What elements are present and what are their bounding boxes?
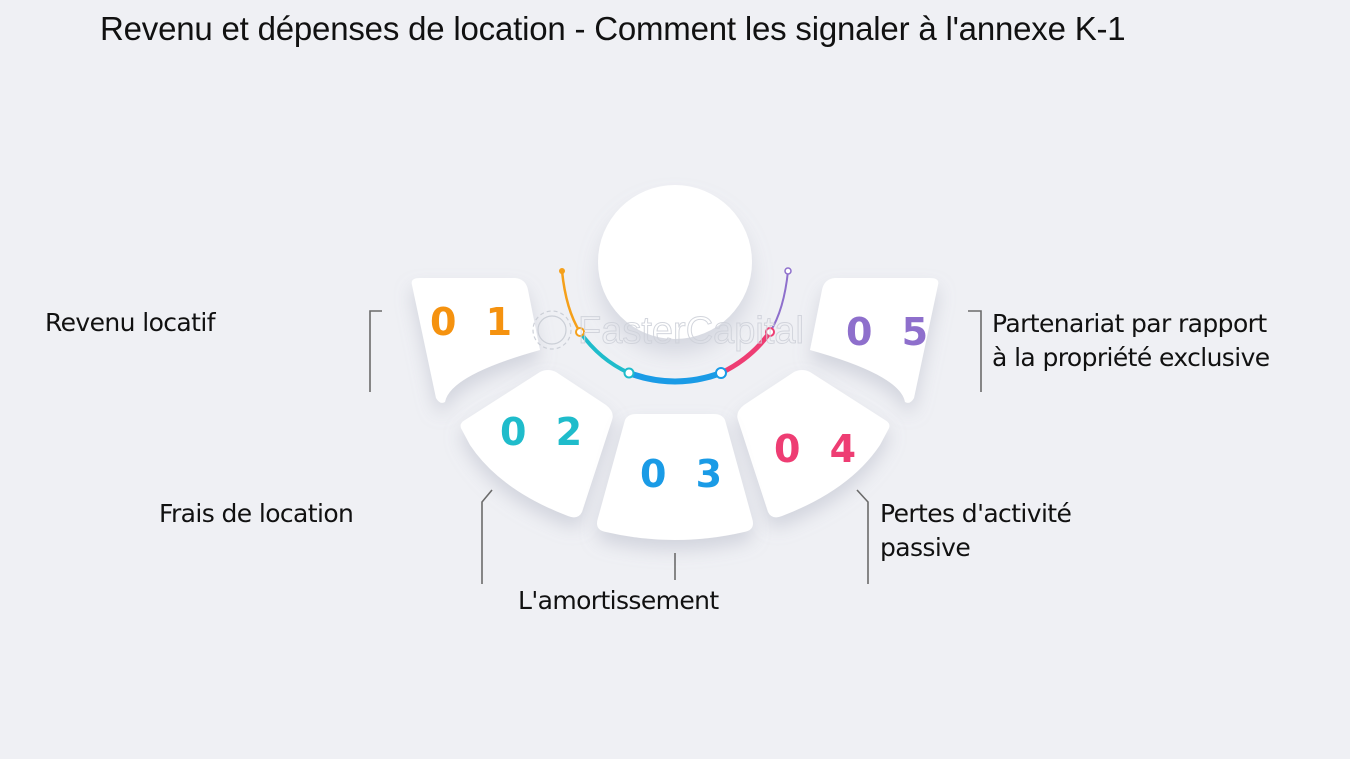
segment-03	[597, 414, 753, 540]
segment-04	[737, 370, 890, 518]
step-label-01: Revenu locatif	[45, 308, 216, 337]
step-label-04: Pertes d'activité passive	[880, 497, 1072, 565]
connector-01	[369, 310, 382, 392]
step-label-03: L'amortissement	[518, 586, 719, 615]
segment-02	[460, 370, 613, 518]
step-number-05: 0 5	[846, 310, 937, 354]
step-label-04-line2: passive	[880, 533, 971, 562]
step-label-02: Frais de location	[159, 499, 354, 528]
watermark-gear-icon	[532, 310, 572, 350]
segment-01	[411, 278, 540, 403]
page-title: Revenu et dépenses de location - Comment…	[100, 10, 1126, 47]
watermark-text: FasterCapital	[578, 310, 804, 352]
progress-arc	[559, 267, 792, 385]
step-label-05: Partenariat par rapport à la propriété e…	[992, 307, 1270, 375]
connector-04	[856, 489, 869, 584]
step-number-02: 0 2	[500, 410, 591, 454]
step-label-04-line1: Pertes d'activité	[880, 499, 1072, 528]
connector-05	[968, 310, 982, 392]
step-label-05-line1: Partenariat par rapport	[992, 309, 1267, 338]
center-circle	[598, 185, 752, 339]
segment-05	[810, 278, 939, 403]
step-number-03: 0 3	[640, 452, 731, 496]
connector-lines	[369, 310, 982, 584]
step-label-05-line2: à la propriété exclusive	[992, 343, 1270, 372]
connector-02	[481, 489, 493, 584]
step-number-01: 0 1	[430, 300, 521, 344]
step-number-04: 0 4	[774, 427, 865, 471]
